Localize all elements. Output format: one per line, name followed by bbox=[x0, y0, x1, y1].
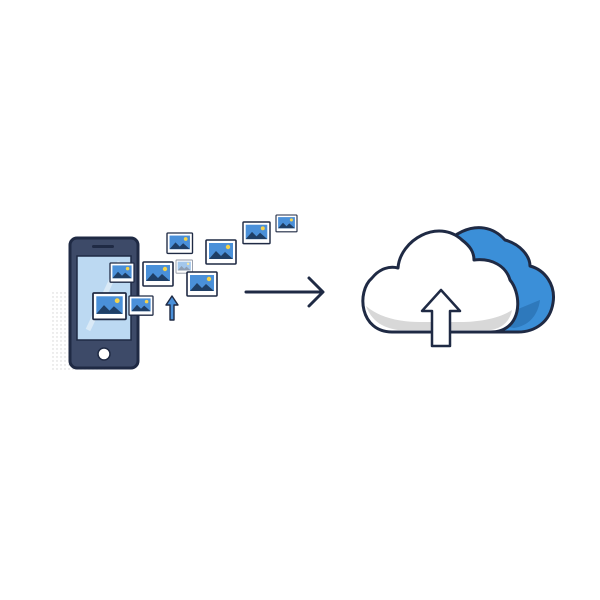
photo-icon bbox=[242, 221, 271, 245]
photo-icon bbox=[186, 271, 218, 297]
cloud-upload-icon bbox=[361, 226, 555, 348]
photo-icon bbox=[275, 214, 298, 233]
photo-icon bbox=[205, 239, 237, 265]
photo-icon bbox=[92, 292, 127, 321]
photo-icon bbox=[166, 232, 194, 255]
photo-icon bbox=[128, 295, 154, 316]
right-arrow-icon bbox=[244, 276, 325, 308]
photo-icon bbox=[109, 262, 135, 283]
upload-arrow-icon bbox=[165, 295, 179, 321]
photo-icon bbox=[142, 261, 174, 287]
